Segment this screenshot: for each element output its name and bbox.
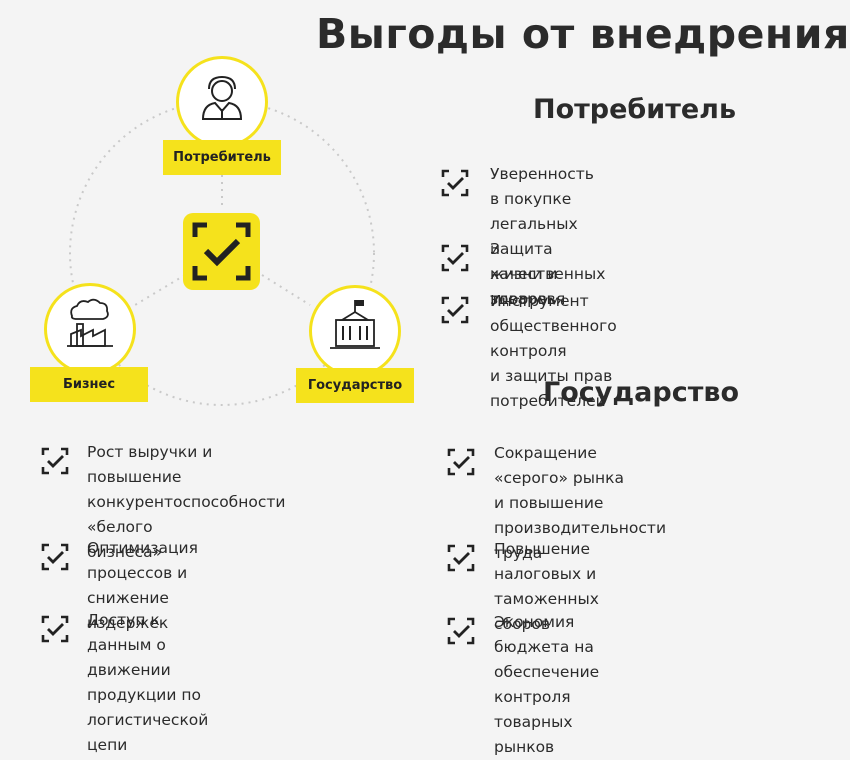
- check-icon: [446, 616, 476, 646]
- consumer-node: [176, 56, 268, 148]
- check-icon: [40, 542, 70, 572]
- consumer-section-title: Потребитель: [533, 94, 737, 125]
- state-label: Государство: [296, 368, 414, 403]
- state-benefit-item-text: Сокращение «серого» рынка и повышение пр…: [494, 444, 667, 562]
- business-benefit-item-text: Рост выручки и повышение конкурентоспосо…: [87, 443, 286, 561]
- state-benefit-item-text: Повышение налоговых и таможенных сборов: [494, 540, 599, 633]
- business-node: [44, 283, 136, 375]
- state-benefit-item-text: Экономия бюджета на обеспечение контроля…: [494, 613, 600, 756]
- factory-icon: [67, 298, 113, 347]
- check-icon: [440, 168, 470, 198]
- check-icon: [440, 295, 470, 325]
- consumer-benefit-item-text: Инструмент общественного контроля и защи…: [490, 292, 617, 410]
- state-section-title: Государство: [543, 377, 740, 408]
- check-badge-icon: [192, 222, 251, 281]
- consumer-benefit-item-text: Уверенность в покупке легальных и качест…: [490, 165, 606, 308]
- check-icon: [440, 243, 470, 273]
- business-benefit-item-text: Оптимизация процессов и снижение издерже…: [87, 539, 198, 632]
- benefits-diagram: Потребитель Бизнес Государство: [0, 0, 440, 420]
- check-icon: [40, 446, 70, 476]
- center-badge: [183, 213, 260, 290]
- consumer-benefit-item-text: Защита жизни и здоровья: [490, 240, 566, 308]
- business-label: Бизнес: [30, 367, 148, 402]
- state-node: [309, 285, 401, 377]
- government-building-icon: [330, 300, 380, 349]
- business-benefit-item-text: Доступ к данным о движении продукции по …: [87, 611, 209, 754]
- check-icon: [446, 447, 476, 477]
- person-icon: [201, 75, 243, 120]
- check-icon: [446, 543, 476, 573]
- consumer-label: Потребитель: [163, 140, 281, 175]
- check-icon: [40, 614, 70, 644]
- page-title: Выгоды от внедрения: [316, 10, 850, 58]
